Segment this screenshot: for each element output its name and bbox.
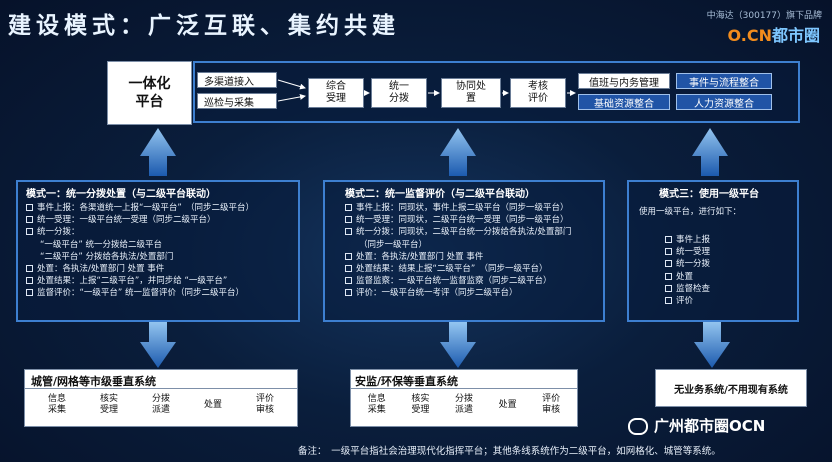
col-label: 分拨 派遣 [151, 394, 170, 415]
mode-line: 统一分拨：同现状，二级平台统一分拨给各执法/处置部门 [345, 226, 571, 238]
col-label: 分拨 派遣 [454, 394, 473, 415]
mode-three-lines: 事件上报 统一受理 统一分拨 处置 监督检查 评价 [665, 234, 710, 307]
mode-one-title: 模式一：统一分拨处置（与二级平台联动） [26, 189, 216, 200]
watermark-text: 广州都市圈OCN [654, 417, 766, 435]
mode-line: 处置 [665, 271, 710, 283]
mode-line: 处置：各执法/处置部门 处置 事件 [345, 251, 571, 263]
mode-line: 统一受理：同现状，二级平台统一受理（同步一级平台） [345, 214, 571, 226]
chip-duty: 值班与内务管理 [578, 73, 670, 89]
mode-line: 处置结果：上报“二级平台”，并同步给 “一级平台” [26, 275, 254, 287]
mode-line: “二级平台” 分拨给各执法/处置部门 [40, 251, 174, 262]
chip-inspection: 巡检与采集 [197, 93, 277, 109]
bottom-system-chengguan: 城管/网格等市级垂直系统 信息 采集 核实 受理 分拨 派遣 处置 评价 审核 [24, 369, 298, 427]
bottom-system-anjian: 安监/环保等垂直系统 信息 采集 核实 受理 分拨 派遣 处置 评价 审核 [350, 369, 578, 427]
col-label: 核实 受理 [99, 394, 118, 415]
down-arrow-icon [140, 322, 176, 368]
mode-line: “一级平台” 统一分拨给二级平台 [40, 239, 163, 250]
mode-line: 监督评价：“一级平台” 统一监督评价（同步二级平台） [26, 287, 254, 299]
flow-step-evaluate: 考核 评价 [510, 78, 566, 108]
chip-multichannel: 多渠道接入 [197, 72, 277, 88]
brand-subtitle: 中海达（300177）旗下品牌 [706, 11, 822, 21]
brand-logo-text: 都市圈 [771, 26, 820, 45]
chip-hr: 人力资源整合 [676, 94, 772, 110]
mode-line: 处置结果：结果上报“二级平台” （同步一级平台） [345, 263, 571, 275]
col-label: 处置 [203, 400, 222, 410]
flow-step-cooperate: 协同处 置 [441, 78, 501, 108]
mode-one-panel: 模式一：统一分拨处置（与二级平台联动） 事件上报：各渠道统一上报“一级平台” （… [16, 180, 300, 322]
platform-label: 一体化 平台 [128, 76, 171, 110]
chip-resource: 基础资源整合 [578, 94, 670, 110]
up-arrow-icon [692, 128, 728, 176]
flow-step-intake: 综合 受理 [308, 78, 364, 108]
bottom-system-cols: 信息 采集 核实 受理 分拨 派遣 处置 评价 审核 [351, 394, 577, 416]
bottom-system-divider [25, 388, 297, 389]
down-arrow-icon [694, 322, 730, 368]
page-title: 建设模式：广泛互联、集约共建 [8, 13, 400, 39]
footer-note: 备注： 一级平台指社会治理现代化指挥平台；其他条线系统作为二级平台，如网格化、城… [298, 446, 721, 457]
col-label: 评价 审核 [255, 394, 274, 415]
mode-three-panel: 模式三：使用一级平台 使用一级平台，进行如下： 事件上报 统一受理 统一分拨 处… [627, 180, 799, 322]
bottom-system-title: 无业务系统/不用现有系统 [674, 384, 788, 396]
mode-line: 统一受理：一级平台统一受理（同步二级平台） [26, 214, 254, 226]
bottom-system-title: 安监/环保等垂直系统 [355, 375, 459, 388]
connector-line [277, 93, 306, 102]
mode-line: 监督监察：一级平台统一监督监察（同步二级平台） [345, 275, 571, 287]
bottom-system-title: 城管/网格等市级垂直系统 [31, 375, 157, 388]
mode-line: （同步一级平台） [359, 239, 428, 250]
mode-line: 事件上报 [665, 234, 710, 246]
bottom-system-cols: 信息 采集 核实 受理 分拨 派遣 处置 评价 审核 [25, 394, 297, 416]
mode-line: 监督检查 [665, 283, 710, 295]
mode-two-panel: 模式二：统一监督评价（与二级平台联动） 事件上报：同现状，事件上报二级平台（同步… [323, 180, 605, 322]
up-arrow-icon [440, 128, 476, 176]
bottom-system-none: 无业务系统/不用现有系统 [655, 369, 807, 407]
up-arrow-icon [140, 128, 176, 176]
mode-line: 统一分拨： [26, 226, 254, 238]
col-label: 信息 采集 [47, 394, 66, 415]
platform-box: 一体化 平台 [107, 61, 192, 125]
watermark: 广州都市圈OCN [628, 415, 765, 436]
bottom-system-divider [351, 388, 577, 389]
mode-line: 评价：一级平台统一考评（同步二级平台） [345, 287, 571, 299]
down-arrow-icon [440, 322, 476, 368]
mode-line: 评价 [665, 295, 710, 307]
chat-bubble-icon [628, 418, 648, 435]
mode-line: 事件上报：各渠道统一上报“一级平台” （同步二级平台） [26, 202, 254, 214]
col-label: 评价 审核 [542, 394, 561, 415]
mode-three-title: 模式三：使用一级平台 [659, 189, 759, 200]
mode-one-lines: 事件上报：各渠道统一上报“一级平台” （同步二级平台） 统一受理：一级平台统一受… [26, 202, 254, 300]
col-label: 信息 采集 [367, 394, 386, 415]
mode-line: 处置：各执法/处置部门 处置 事件 [26, 263, 254, 275]
chip-event-flow: 事件与流程整合 [676, 73, 772, 89]
connector-line [277, 79, 306, 90]
mode-line: 统一受理 [665, 246, 710, 258]
brand-logo-ocn: O.CN [727, 26, 772, 45]
mode-three-intro: 使用一级平台，进行如下： [639, 207, 742, 217]
mode-two-lines: 事件上报：同现状，事件上报二级平台（同步一级平台） 统一受理：同现状，二级平台统… [345, 202, 571, 300]
col-label: 核实 受理 [411, 394, 430, 415]
col-label: 处置 [498, 400, 517, 410]
brand-logo: O.CN都市圈 [728, 22, 820, 46]
mode-two-title: 模式二：统一监督评价（与二级平台联动） [345, 189, 535, 200]
flow-step-dispatch: 统一 分拨 [371, 78, 427, 108]
mode-line: 统一分拨 [665, 258, 710, 270]
mode-line: 事件上报：同现状，事件上报二级平台（同步一级平台） [345, 202, 571, 214]
